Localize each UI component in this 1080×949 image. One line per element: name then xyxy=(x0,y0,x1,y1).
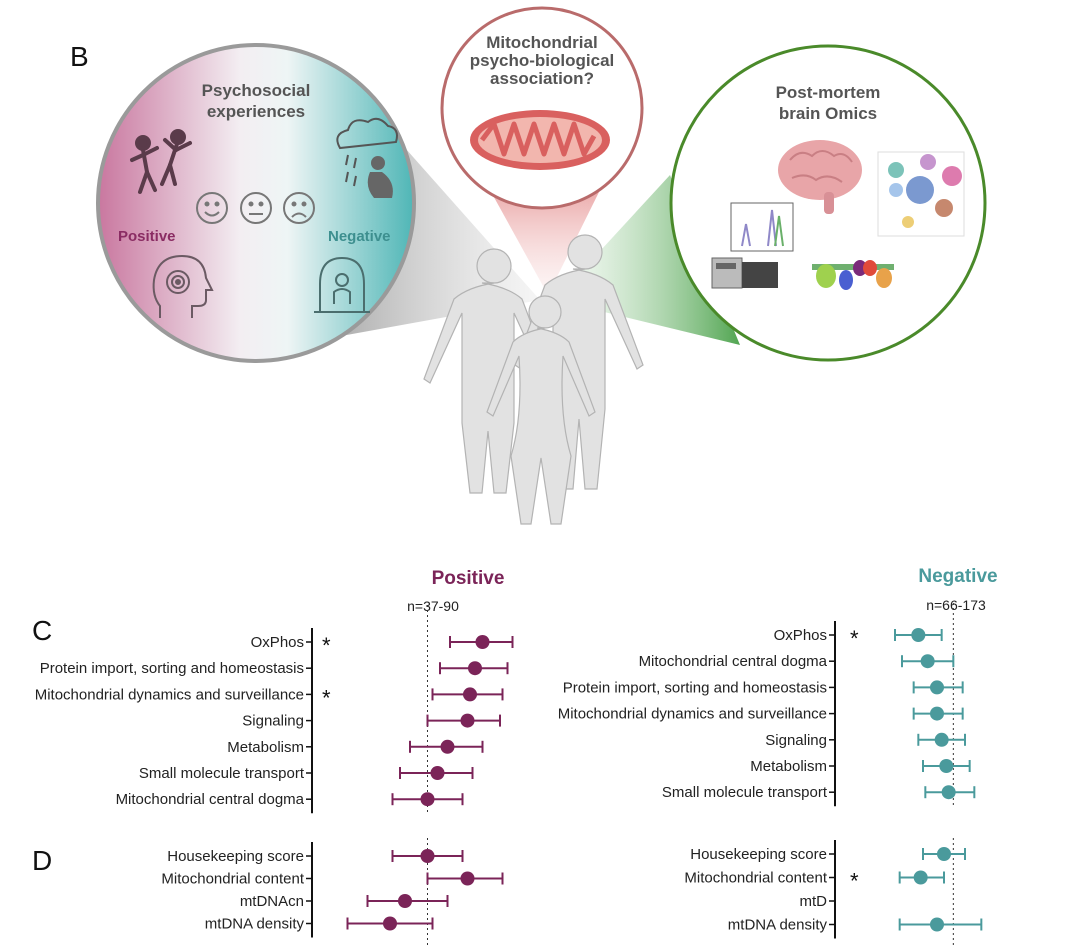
omics-title-line2: brain Omics xyxy=(779,104,877,123)
point-estimate xyxy=(913,870,928,885)
mitochondrion-icon xyxy=(470,110,610,170)
category-label: mtDNA density xyxy=(728,917,828,934)
category-label: OxPhos xyxy=(251,634,304,651)
center-title-line1: Mitochondrial xyxy=(486,33,597,52)
category-label: Mitochondrial dynamics and surveillance xyxy=(35,686,304,703)
point-estimate xyxy=(930,680,944,695)
category-label: Mitochondrial content xyxy=(161,871,304,888)
category-label: Mitochondrial content xyxy=(684,870,827,887)
woman-figure xyxy=(486,295,596,525)
neutral-face-icon xyxy=(240,192,272,224)
significance-star: * xyxy=(850,626,859,651)
category-label: Protein import, sorting and homeostasis xyxy=(563,679,827,696)
positive-label: Positive xyxy=(118,228,176,245)
point-estimate xyxy=(475,635,490,649)
category-label: mtD xyxy=(800,893,828,910)
negative-label: Negative xyxy=(328,228,391,245)
chart-title: Negative xyxy=(918,566,997,587)
histogram-icon xyxy=(730,202,794,252)
category-label: mtDNA density xyxy=(205,916,305,933)
panel-letter-d: D xyxy=(32,845,52,876)
center-title-line2: psycho-biological xyxy=(470,51,615,70)
category-label: Mitochondrial dynamics and surveillance xyxy=(558,706,827,723)
protein-complex-icon xyxy=(812,260,894,290)
point-estimate xyxy=(430,766,445,780)
category-label: Small molecule transport xyxy=(662,784,828,801)
point-estimate xyxy=(937,847,951,861)
category-label: Signaling xyxy=(242,713,304,730)
sad-face-icon xyxy=(283,192,315,224)
significance-star: * xyxy=(322,685,331,710)
sample-size-label: n=37-90 xyxy=(407,598,459,614)
category-label: Metabolism xyxy=(227,739,304,756)
tsne-scatter-icon xyxy=(877,151,965,237)
isolated-person-icon xyxy=(314,256,370,313)
category-label: OxPhos xyxy=(774,627,827,644)
point-estimate xyxy=(911,628,926,642)
point-estimate xyxy=(468,661,482,676)
point-estimate xyxy=(930,706,944,721)
point-estimate xyxy=(420,792,435,807)
point-estimate xyxy=(934,732,949,747)
significance-star: * xyxy=(322,633,331,658)
sequencer-icon xyxy=(711,257,778,289)
point-estimate xyxy=(420,849,435,863)
category-label: Mitochondrial central dogma xyxy=(116,791,305,808)
psychosocial-title-line1: Psychosocial xyxy=(202,81,311,100)
mind-head-icon xyxy=(152,254,214,318)
celebrating-people-icon xyxy=(130,129,192,194)
point-estimate xyxy=(460,713,475,728)
category-label: Small molecule transport xyxy=(139,765,305,782)
point-estimate xyxy=(930,917,944,932)
category-label: Housekeeping score xyxy=(167,848,304,865)
point-estimate xyxy=(383,916,397,931)
category-label: Mitochondrial central dogma xyxy=(639,653,828,670)
point-estimate xyxy=(920,654,935,669)
omics-title-line1: Post-mortem xyxy=(776,83,881,102)
point-estimate xyxy=(440,739,455,754)
category-label: Signaling xyxy=(765,732,827,749)
sample-size-label: n=66-173 xyxy=(926,597,986,613)
point-estimate xyxy=(941,785,956,800)
category-label: Housekeeping score xyxy=(690,846,827,863)
panel-letter-c: C xyxy=(32,615,52,646)
sad-rain-person-icon xyxy=(336,117,398,198)
funnel-center xyxy=(490,190,600,295)
category-label: Protein import, sorting and homeostasis xyxy=(40,660,304,677)
psychosocial-title-line2: experiences xyxy=(207,102,305,121)
omics-bubble: Post-mortem brain Omics xyxy=(669,44,987,362)
point-estimate xyxy=(398,894,412,908)
category-label: mtDNAcn xyxy=(240,893,304,910)
happy-face-icon xyxy=(196,192,228,224)
point-estimate xyxy=(460,871,475,886)
point-estimate xyxy=(463,687,477,702)
panel-letter-b: B xyxy=(70,41,89,72)
mitochondria-bubble: Mitochondrial psycho-biological associat… xyxy=(440,6,644,210)
point-estimate xyxy=(939,759,954,773)
significance-star: * xyxy=(850,869,859,894)
center-title-line3: association? xyxy=(490,69,594,88)
category-label: Metabolism xyxy=(750,758,827,775)
human-figures xyxy=(423,234,644,525)
man-figure-left xyxy=(423,248,553,494)
chart-title: Positive xyxy=(432,568,505,589)
brain-icon xyxy=(778,140,862,214)
psychosocial-bubble: Psychosocial experiences Positive Negati… xyxy=(96,43,416,363)
